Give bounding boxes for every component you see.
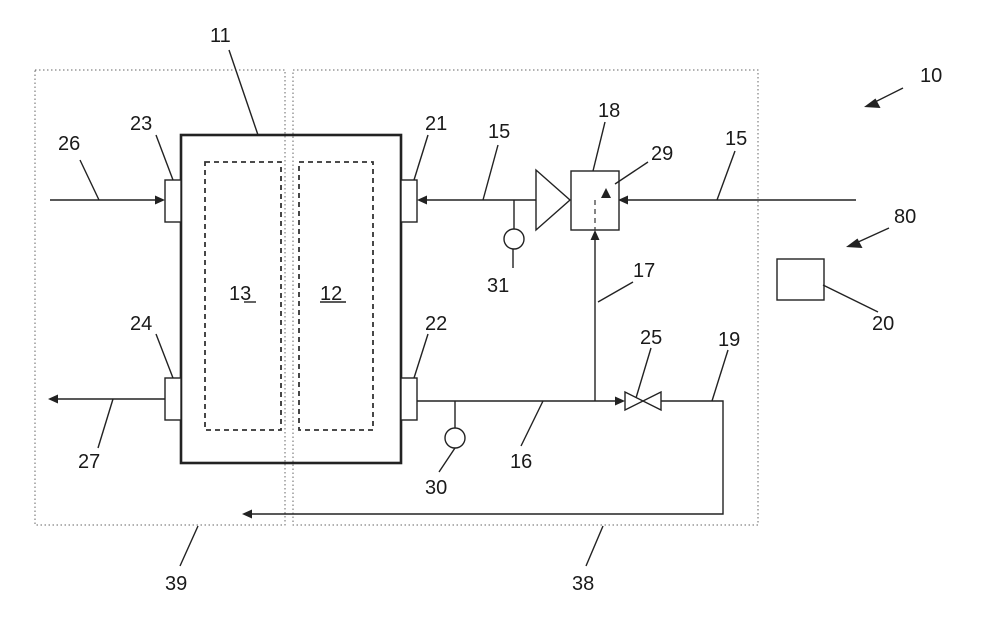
label-18: 18 <box>598 100 620 122</box>
leader-11 <box>229 50 258 135</box>
leader-20 <box>823 285 878 312</box>
leader-15-left <box>483 145 498 200</box>
leader-26 <box>80 160 99 200</box>
sensor-31-circle <box>504 229 524 249</box>
label-12: 12 <box>320 283 342 305</box>
leader-27 <box>98 399 113 448</box>
bypass-arrowhead <box>242 510 252 519</box>
label-23: 23 <box>130 113 152 135</box>
label-22: 22 <box>425 313 447 335</box>
supply-arrowhead-port <box>417 196 427 205</box>
label-20: 20 <box>872 313 894 335</box>
label-10: 10 <box>920 65 942 87</box>
label-39: 39 <box>165 573 187 595</box>
label-30: 30 <box>425 477 447 499</box>
label-26: 26 <box>58 133 80 155</box>
port-22-box <box>401 378 417 420</box>
leader-38 <box>586 526 603 566</box>
pump-triangle <box>536 170 570 230</box>
housing-box <box>181 135 401 463</box>
return-arrowhead <box>615 397 625 406</box>
leader-22 <box>414 334 428 378</box>
leader-15-right <box>717 151 735 200</box>
signal-pointer-arrowhead <box>846 239 863 249</box>
label-25: 25 <box>640 327 662 349</box>
label-19: 19 <box>718 329 740 351</box>
label-31: 31 <box>487 275 509 297</box>
leader-24 <box>156 334 173 378</box>
leader-25 <box>636 348 651 398</box>
leader-29 <box>615 162 648 184</box>
bypass-line <box>252 401 723 514</box>
leader-21 <box>414 135 428 180</box>
leader-30 <box>439 448 455 472</box>
label-24: 24 <box>130 313 152 335</box>
label-80: 80 <box>894 206 916 228</box>
leader-23 <box>156 135 173 180</box>
label-16: 16 <box>510 451 532 473</box>
system-pointer-line <box>873 88 903 103</box>
valve-25-bowtie <box>625 392 661 410</box>
label-15-right: 15 <box>725 128 747 150</box>
controller-box <box>777 259 824 300</box>
branch-arrowhead <box>591 230 600 240</box>
port-24-box <box>165 378 181 420</box>
label-13: 13 <box>229 283 251 305</box>
label-17: 17 <box>633 260 655 282</box>
label-21: 21 <box>425 113 447 135</box>
leader-18 <box>593 122 605 171</box>
leader-19 <box>712 350 728 401</box>
port-21-box <box>401 180 417 222</box>
signal-pointer-line <box>856 228 889 243</box>
label-11: 11 <box>210 25 231 47</box>
port-23-box <box>165 180 181 222</box>
leader-16 <box>521 401 543 446</box>
leader-17 <box>598 282 633 302</box>
sensor-30-circle <box>445 428 465 448</box>
outlet-arrowhead <box>48 395 58 404</box>
leader-39 <box>180 526 198 566</box>
label-29: 29 <box>651 143 673 165</box>
label-15-left: 15 <box>488 121 510 143</box>
inlet-arrowhead <box>155 196 165 205</box>
label-38: 38 <box>572 573 594 595</box>
label-27: 27 <box>78 451 100 473</box>
